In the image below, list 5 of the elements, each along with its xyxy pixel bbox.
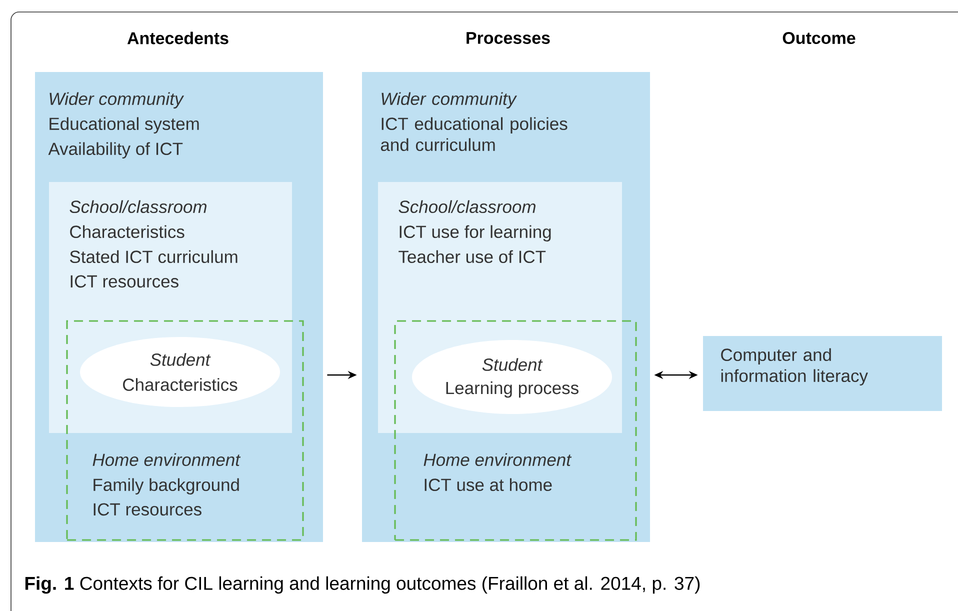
caption: Fig. 1 Contexts for CIL learning and learning outcomes (Fraillon et al. 2014, p. 37) <box>25 576 700 594</box>
outcome-box: Computer and information literacy <box>703 336 942 411</box>
column-heading: Outcome <box>782 32 856 44</box>
node-label: Antecedents <box>127 32 228 44</box>
node-label: Processes <box>466 32 550 44</box>
